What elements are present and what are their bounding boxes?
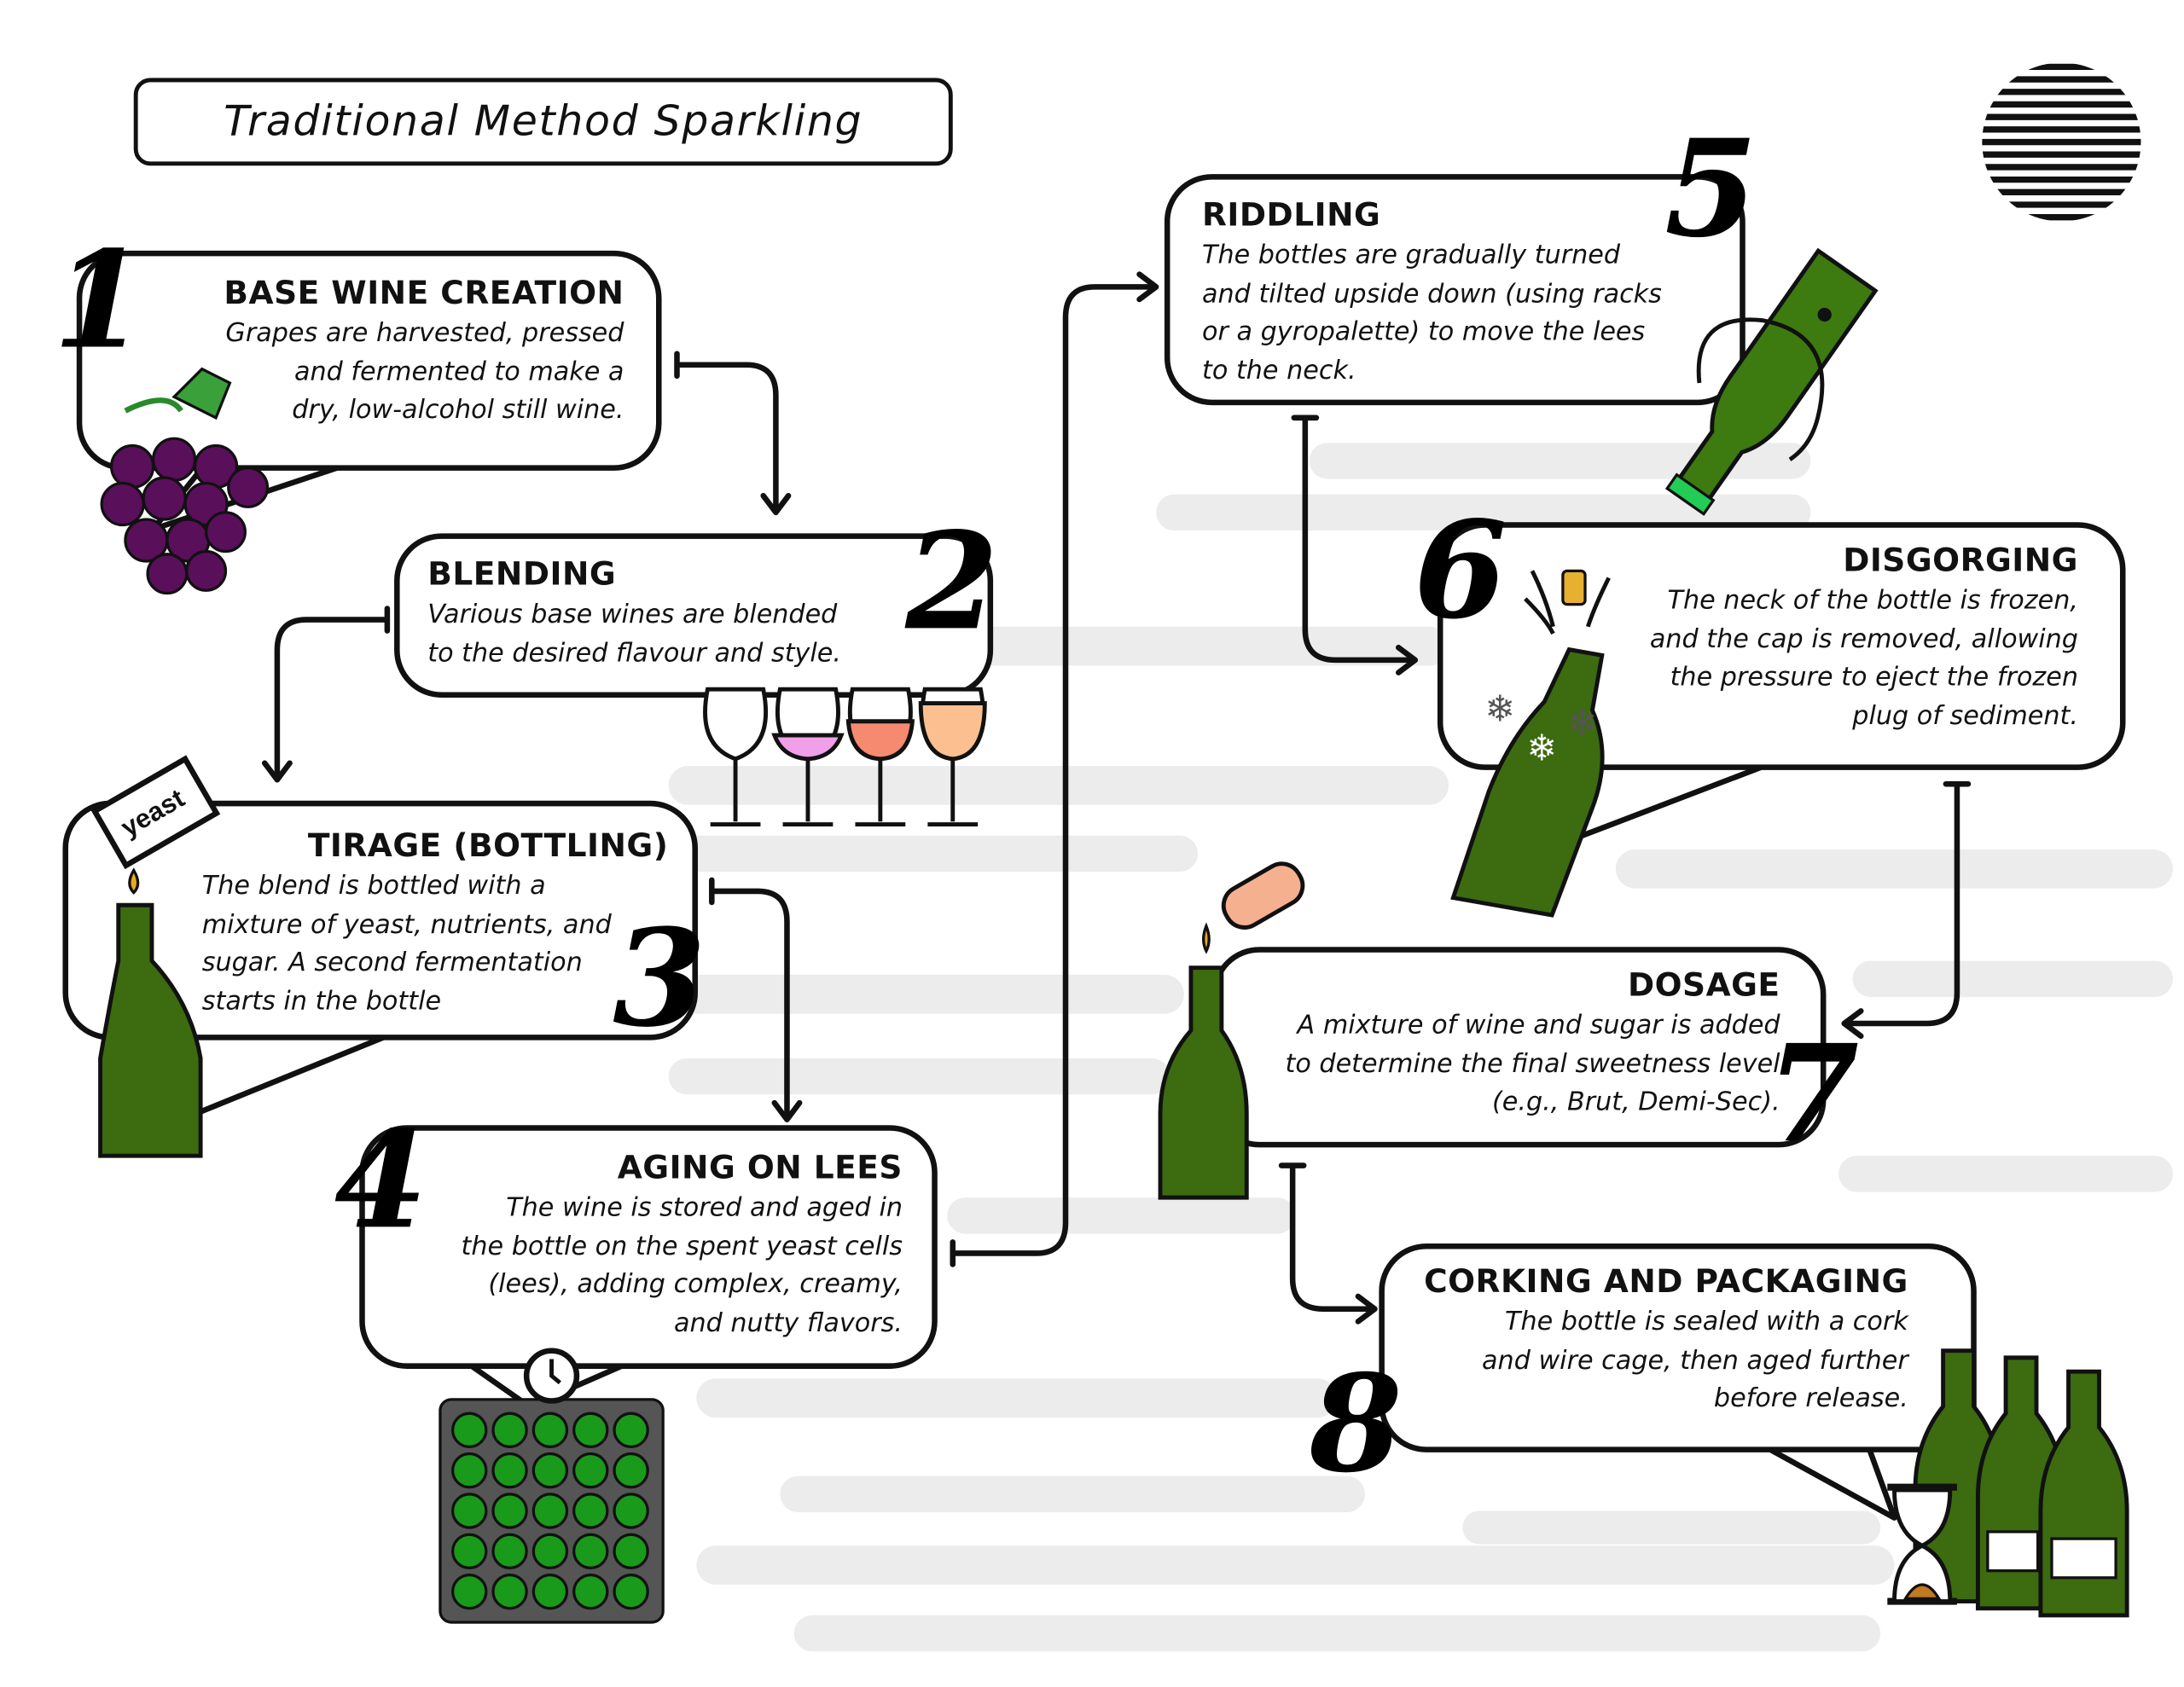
step-7-title: DOSAGE — [1627, 967, 1780, 1005]
step-4-text: AGING ON LEES The wine is stored and age… — [462, 1147, 903, 1342]
step-3-line: sugar. A second fermentation — [201, 948, 583, 978]
arrow-5-to-6 — [1291, 415, 1419, 675]
step-7-bubble — [1211, 947, 1827, 1148]
step-8-line: The bottle is sealed with a cork — [1505, 1307, 1908, 1337]
step-7-line: (e.g., Brut, Demi-Sec). — [1492, 1087, 1780, 1117]
step-3-text: TIRAGE (BOTTLING) The blend is bottled w… — [202, 826, 669, 1021]
step-4-line: the bottle on the spent yeast cells — [461, 1232, 903, 1261]
svg-text:❄: ❄ — [1567, 703, 1598, 745]
step-5-title: RIDDLING — [1202, 197, 1381, 235]
arrow-2-to-3 — [261, 606, 391, 783]
step-3-title: TIRAGE (BOTTLING) — [307, 828, 669, 865]
grape-cluster-icon — [100, 367, 270, 595]
step-2-line: to the desired flavour and style. — [427, 638, 841, 669]
packaged-bottles-icon — [1887, 1348, 2129, 1618]
step-6-number: 6 — [1414, 491, 1507, 649]
step-1-bubble — [76, 250, 662, 471]
step-4-bubble — [359, 1125, 938, 1369]
step-5-text: RIDDLING The bottles are gradually turne… — [1202, 195, 1662, 391]
step-8-number: 8 — [1309, 1345, 1403, 1503]
arrow-7-to-8 — [1278, 1162, 1378, 1325]
bottle-crate-icon — [439, 1348, 665, 1624]
step-8-bubble — [1379, 1244, 1977, 1452]
step-7-number: 7 — [1766, 1015, 1860, 1173]
step-4-line: (lees), adding complex, creamy, — [488, 1270, 903, 1300]
step-8-line: and wire cage, then aged further — [1482, 1346, 1908, 1376]
step-7-line: A mixture of wine and sugar is added — [1297, 1011, 1780, 1041]
step-3-line: The blend is bottled with a — [201, 872, 546, 901]
wine-glasses-icon — [703, 687, 987, 827]
step-6-line: plug of sediment. — [1852, 701, 2078, 731]
step-5-line: and tilted upside down (using racks — [1202, 279, 1662, 309]
step-8-title: CORKING AND PACKAGING — [1424, 1264, 1908, 1301]
step-6-title: DISGORGING — [1843, 542, 2078, 580]
step-1-line: dry, low-alcohol still wine. — [292, 395, 624, 426]
step-8-text: CORKING AND PACKAGING The bottle is seal… — [1424, 1261, 1908, 1418]
step-6-line: the pressure to eject the frozen — [1670, 663, 2078, 693]
step-4-line: and nutty flavors. — [673, 1308, 903, 1338]
page-title: Traditional Method Sparkling — [133, 78, 953, 166]
step-5-bubble — [1164, 174, 1745, 406]
step-1-number: 1 — [53, 221, 147, 380]
step-8-line: before release. — [1713, 1384, 1908, 1414]
bottle-icon — [90, 755, 221, 1158]
step-5-line: or a gyropalette) to move the lees — [1202, 317, 1646, 347]
arrow-4-to-5 — [950, 271, 1159, 1267]
step-5-number: 5 — [1664, 109, 1758, 268]
step-4-title: AGING ON LEES — [617, 1150, 903, 1187]
svg-text:❄: ❄ — [1484, 689, 1515, 731]
step-7-text: DOSAGE A mixture of wine and sugar is ad… — [1285, 965, 1780, 1122]
step-7-line: to determine the final sweetness level — [1285, 1049, 1780, 1079]
step-5-line: The bottles are gradually turned — [1202, 241, 1621, 270]
step-2-bubble — [394, 533, 994, 698]
step-2-line: Various base wines are blended — [427, 600, 838, 629]
step-3-number: 3 — [613, 899, 706, 1058]
step-6-line: The neck of the bottle is frozen, — [1667, 586, 2078, 616]
step-3-line: starts in the bottle — [201, 987, 442, 1017]
step-1-line: and fermented to make a — [293, 357, 624, 387]
step-4-number: 4 — [334, 1101, 427, 1259]
step-5-line: to the neck. — [1202, 356, 1356, 386]
arrow-6-to-7 — [1841, 780, 1972, 1039]
svg-text:❄: ❄ — [1526, 728, 1557, 769]
step-4-line: The wine is stored and aged in — [506, 1193, 903, 1223]
step-1-line: Grapes are harvested, pressed — [225, 318, 624, 349]
step-2-number: 2 — [905, 502, 999, 660]
step-2-title: BLENDING — [427, 557, 617, 594]
tilted-bottle-icon — [1664, 247, 1879, 516]
arrow-1-to-2 — [674, 351, 792, 516]
disgorging-bottle-icon: ❄❄❄ — [1450, 569, 1611, 918]
step-6-line: and the cap is removed, allowing — [1649, 624, 2078, 654]
rotation-arrow-icon — [1696, 317, 1825, 461]
striped-moon-logo — [1982, 63, 2141, 221]
step-6-text: DISGORGING The neck of the bottle is fro… — [1650, 540, 2078, 735]
arrow-3-to-4 — [709, 877, 803, 1122]
beaker-icon — [1221, 861, 1305, 930]
step-1-text: BASE WINE CREATION Grapes are harvested,… — [224, 273, 624, 430]
step-1-title: BASE WINE CREATION — [224, 275, 624, 312]
step-2-text: BLENDING Various base wines are blended … — [427, 554, 841, 673]
step-3-line: mixture of yeast, nutrients, and — [201, 910, 612, 940]
dosage-bottle-icon — [1158, 861, 1305, 1200]
hourglass-icon — [1887, 1483, 1957, 1605]
